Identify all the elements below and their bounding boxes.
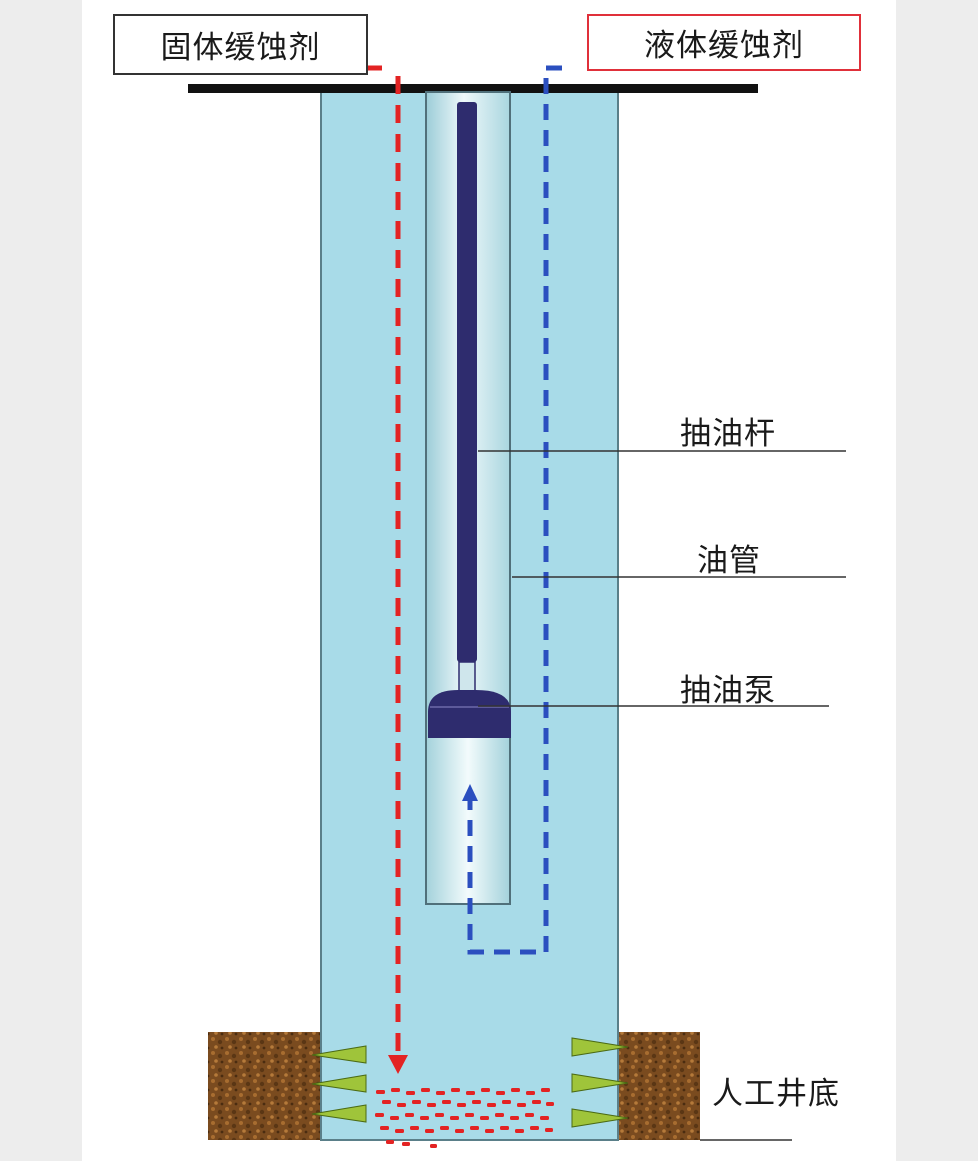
liquid-inhibitor-path [467,65,572,955]
wellhead-plate [188,84,758,93]
formation-right [618,1032,700,1140]
perforations-right [571,1037,629,1128]
solid-inhibitor-label: 固体缓蚀剂 [113,14,368,75]
formation-left [208,1032,321,1140]
artificial-bottom-label: 人工井底 [712,1076,840,1112]
rod-connector [458,661,476,693]
liquid-inhibitor-label: 液体缓蚀剂 [587,14,861,71]
pump-label: 抽油泵 [680,673,776,709]
sucker-rod [457,102,477,662]
liquid-flow-arrow [462,784,478,801]
tubing-label: 油管 [697,543,761,579]
solid-flow-arrow [388,1055,408,1074]
inhibitor-deposit [375,1088,554,1148]
perforations-left [311,1045,367,1123]
pump-plunger [428,690,511,738]
sucker-rod-label: 抽油杆 [680,416,776,452]
